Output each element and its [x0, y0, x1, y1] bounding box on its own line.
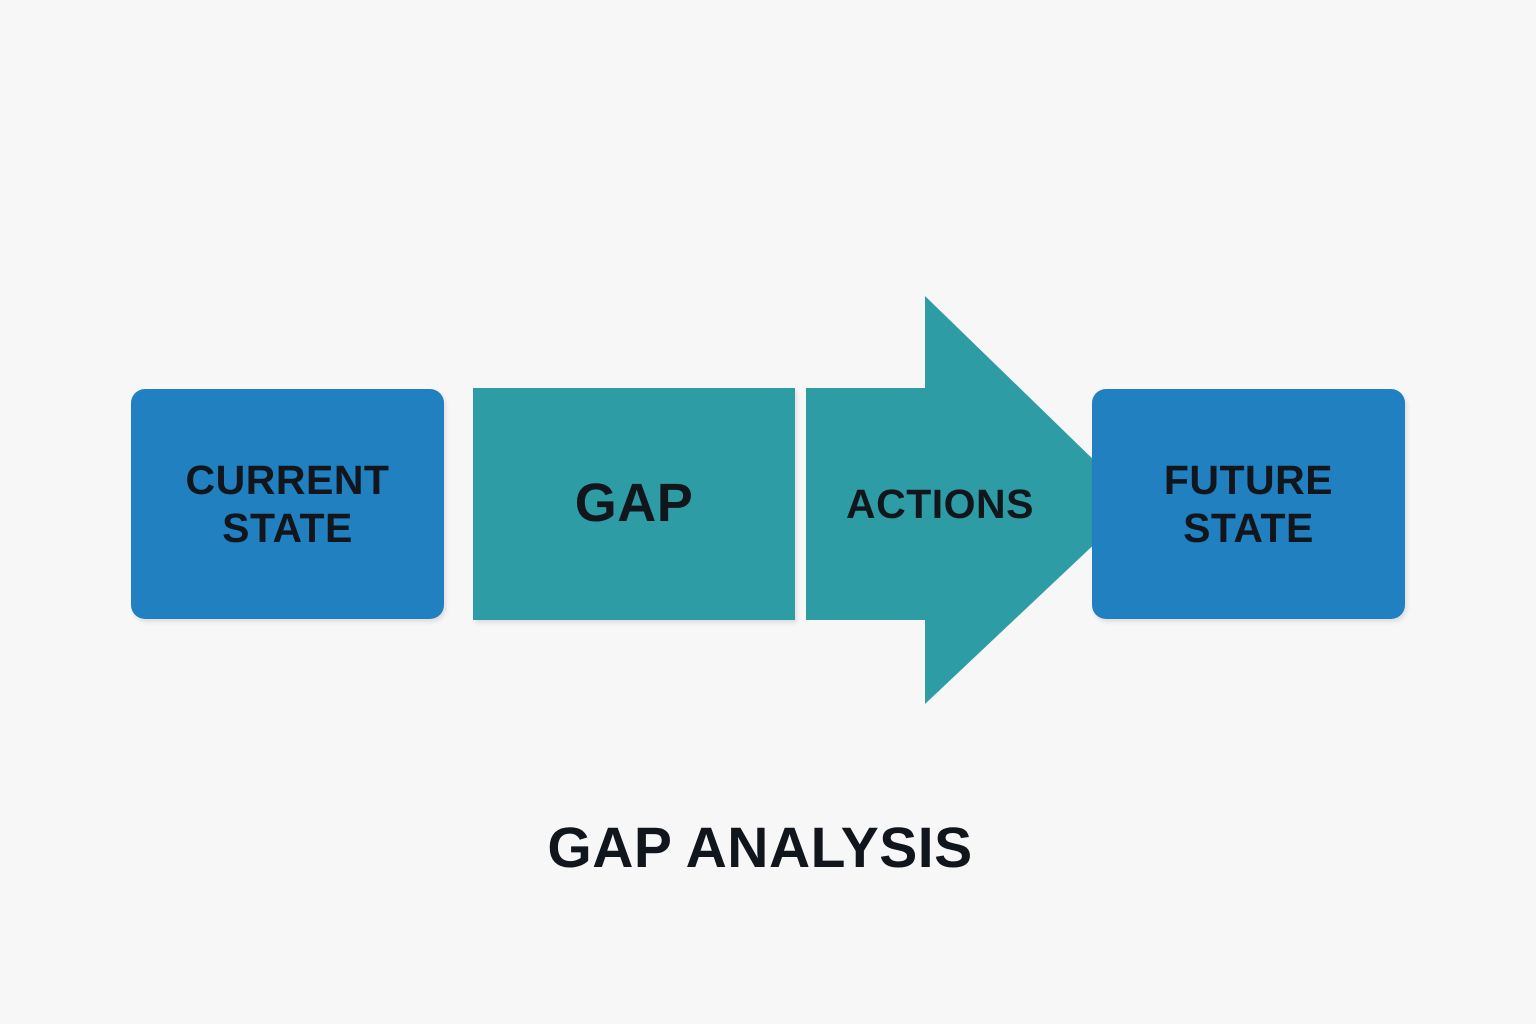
actions-arrow-shape[interactable]	[806, 296, 1138, 704]
gap-box[interactable]	[473, 388, 795, 620]
diagram-title: GAP ANALYSIS	[547, 816, 973, 880]
right-arrow-icon	[806, 296, 1138, 704]
future-state-box[interactable]	[1092, 389, 1405, 619]
current-state-box[interactable]	[131, 389, 444, 619]
